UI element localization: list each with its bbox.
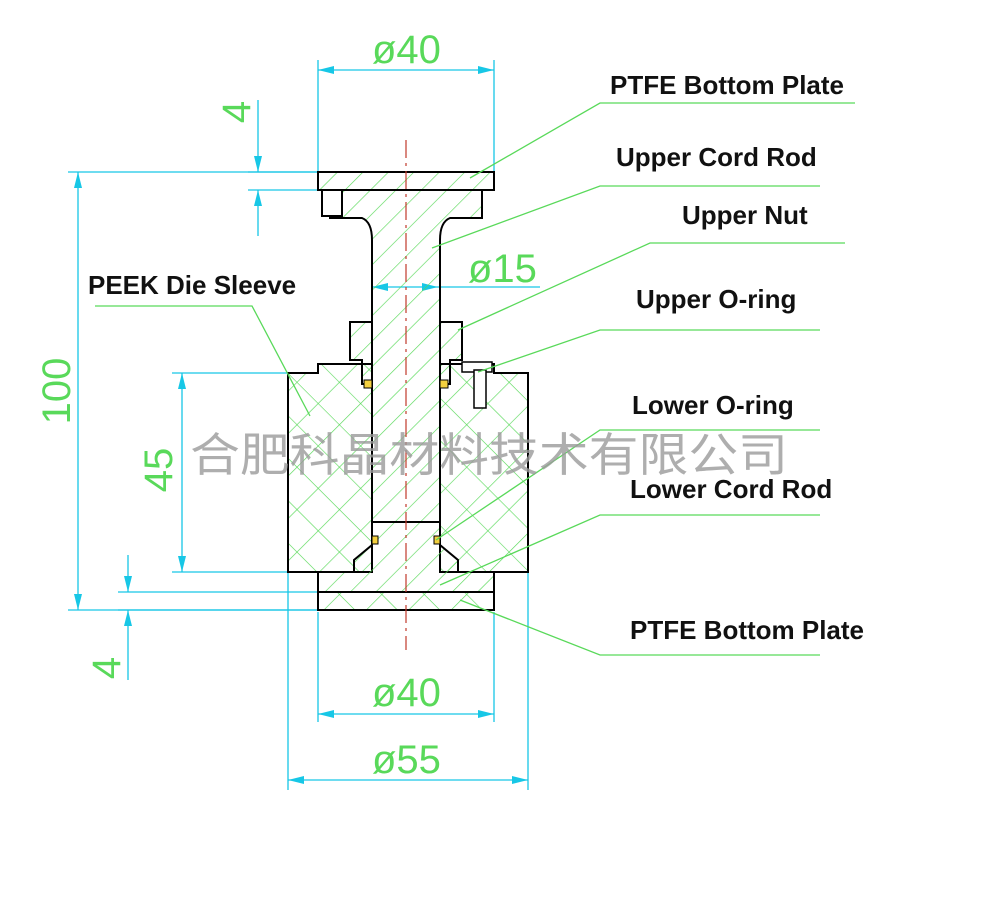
label-upper-oring: Upper O-ring [636, 284, 796, 314]
label-upper-rod: Upper Cord Rod [616, 142, 817, 172]
label-lower-rod: Lower Cord Rod [630, 474, 832, 504]
dim-overall-height: 100 [35, 358, 79, 425]
label-bottom-plate: PTFE Bottom Plate [630, 615, 864, 645]
leader-lines [95, 102, 855, 656]
label-sleeve: PEEK Die Sleeve [88, 270, 296, 300]
label-upper-nut: Upper Nut [682, 200, 808, 230]
watermark-text: 合肥科晶材料技术有限公司 [190, 428, 788, 482]
label-lower-oring: Lower O-ring [632, 390, 794, 420]
dim-sleeve-diameter: ø55 [372, 738, 441, 782]
dim-rod-diameter: ø15 [468, 247, 537, 291]
dim-bottom-diameter: ø40 [372, 671, 441, 715]
dimension-lines [68, 60, 540, 790]
dim-sleeve-height: 45 [137, 448, 181, 493]
upper-nut-section [349, 321, 493, 409]
dim-top-plate-thickness: 4 [215, 101, 259, 123]
sleeve-section [287, 363, 529, 573]
dim-bottom-plate-thickness: 4 [85, 657, 129, 679]
label-top-plate: PTFE Bottom Plate [610, 70, 844, 100]
dim-top-diameter: ø40 [372, 28, 441, 72]
